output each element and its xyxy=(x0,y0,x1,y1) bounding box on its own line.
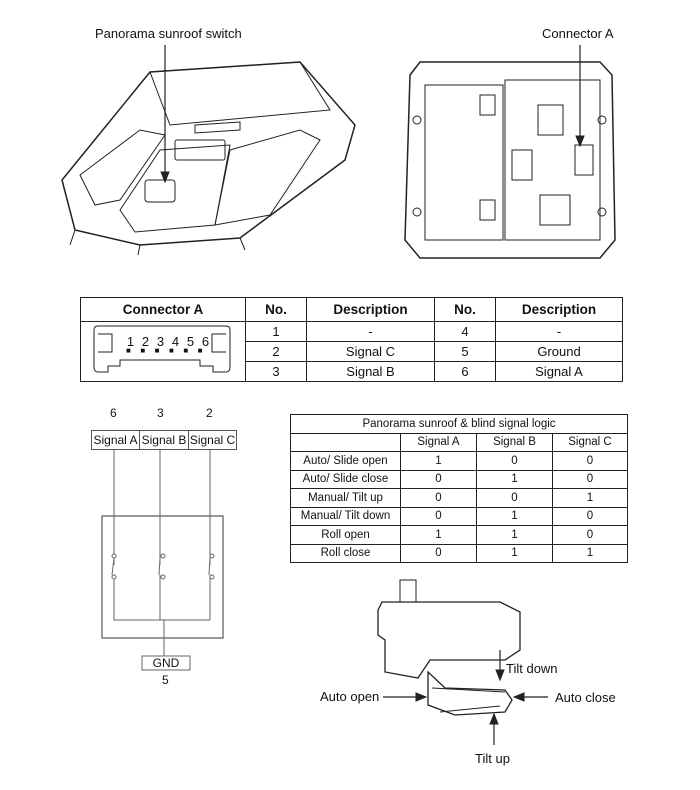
pin-number: 2 xyxy=(206,406,213,420)
cell: 0 xyxy=(552,506,628,526)
pin-number: 3 xyxy=(157,406,164,420)
auto-close-label: Auto close xyxy=(555,690,616,705)
header-cell xyxy=(290,432,401,452)
cell: 2 xyxy=(245,341,307,362)
header-cell: Signal A xyxy=(400,432,477,452)
cell: 4 xyxy=(434,321,496,342)
header-description: Description xyxy=(306,297,435,322)
pin-number: 6 xyxy=(110,406,117,420)
cell: 5 xyxy=(434,341,496,362)
connector-pin-table: Connector A No. Description No. Descript… xyxy=(80,297,623,382)
row-label: Manual/ Tilt up xyxy=(290,488,401,508)
table-header-row: Connector A No. Description No. Descript… xyxy=(80,297,623,322)
cell: 1 xyxy=(476,543,553,563)
cell: 0 xyxy=(552,525,628,545)
cell: Signal A xyxy=(495,361,623,382)
signal-b-box: Signal B xyxy=(139,430,189,450)
cell: 1 xyxy=(476,506,553,526)
cell: 0 xyxy=(552,469,628,489)
header-cell: Signal B xyxy=(476,432,553,452)
ground-label: GND xyxy=(152,656,180,670)
overhead-console-illustration xyxy=(61,45,356,256)
header-no: No. xyxy=(245,297,307,322)
signal-logic-table: Panorama sunroof & blind signal logic Si… xyxy=(290,414,628,563)
cell: 1 xyxy=(400,525,477,545)
cell: Ground xyxy=(495,341,623,362)
cell: 0 xyxy=(476,451,553,471)
cell: 0 xyxy=(400,543,477,563)
signal-c-box: Signal C xyxy=(188,430,237,450)
cell: 0 xyxy=(400,506,477,526)
table-header-row: Signal A Signal B Signal C xyxy=(290,432,628,452)
auto-open-label: Auto open xyxy=(320,689,380,704)
row-label: Roll open xyxy=(290,525,401,545)
ground-pin-number: 5 xyxy=(162,673,169,687)
switch-side-view xyxy=(377,579,548,745)
cell: 3 xyxy=(245,361,307,382)
pin-label: 5 xyxy=(186,334,195,349)
row-label: Auto/ Slide close xyxy=(290,469,401,489)
cell: 1 xyxy=(552,488,628,508)
row-label: Manual/ Tilt down xyxy=(290,506,401,526)
cell: 0 xyxy=(552,451,628,471)
row-label: Auto/ Slide open xyxy=(290,451,401,471)
pin-label: 6 xyxy=(201,334,210,349)
signal-a-box: Signal A xyxy=(91,430,140,450)
cell: 0 xyxy=(400,469,477,489)
pin-label: 4 xyxy=(171,334,180,349)
cell: 1 xyxy=(552,543,628,563)
pin-label: 3 xyxy=(156,334,165,349)
switch-schematic xyxy=(101,449,224,671)
header-cell: Signal C xyxy=(552,432,628,452)
connector-callout-label: Connector A xyxy=(542,26,614,41)
tilt-up-label: Tilt up xyxy=(475,751,510,766)
pin-dots: ■■■■■■ xyxy=(126,346,212,355)
cell: 6 xyxy=(434,361,496,382)
logic-table-title: Panorama sunroof & blind signal logic xyxy=(290,414,628,434)
cell: - xyxy=(306,321,435,342)
cell: 1 xyxy=(476,525,553,545)
cell: - xyxy=(495,321,623,342)
pin-label: 2 xyxy=(141,334,150,349)
header-no: No. xyxy=(434,297,496,322)
cell: 1 xyxy=(476,469,553,489)
switch-callout-label: Panorama sunroof switch xyxy=(95,26,242,41)
cell: Signal C xyxy=(306,341,435,362)
table-row: 3 Signal B 6 Signal A xyxy=(81,361,623,382)
header-connector: Connector A xyxy=(80,297,246,322)
cell: 1 xyxy=(245,321,307,342)
header-description: Description xyxy=(495,297,623,322)
tilt-down-label: Tilt down xyxy=(506,661,558,676)
row-label: Roll close xyxy=(290,543,401,563)
table-row: 2 Signal C 5 Ground xyxy=(81,341,623,362)
cell: 0 xyxy=(476,488,553,508)
cell: 1 xyxy=(400,451,477,471)
pin-label: 1 xyxy=(126,334,135,349)
cell: Signal B xyxy=(306,361,435,382)
console-underside-illustration xyxy=(404,45,616,259)
cell: 0 xyxy=(400,488,477,508)
